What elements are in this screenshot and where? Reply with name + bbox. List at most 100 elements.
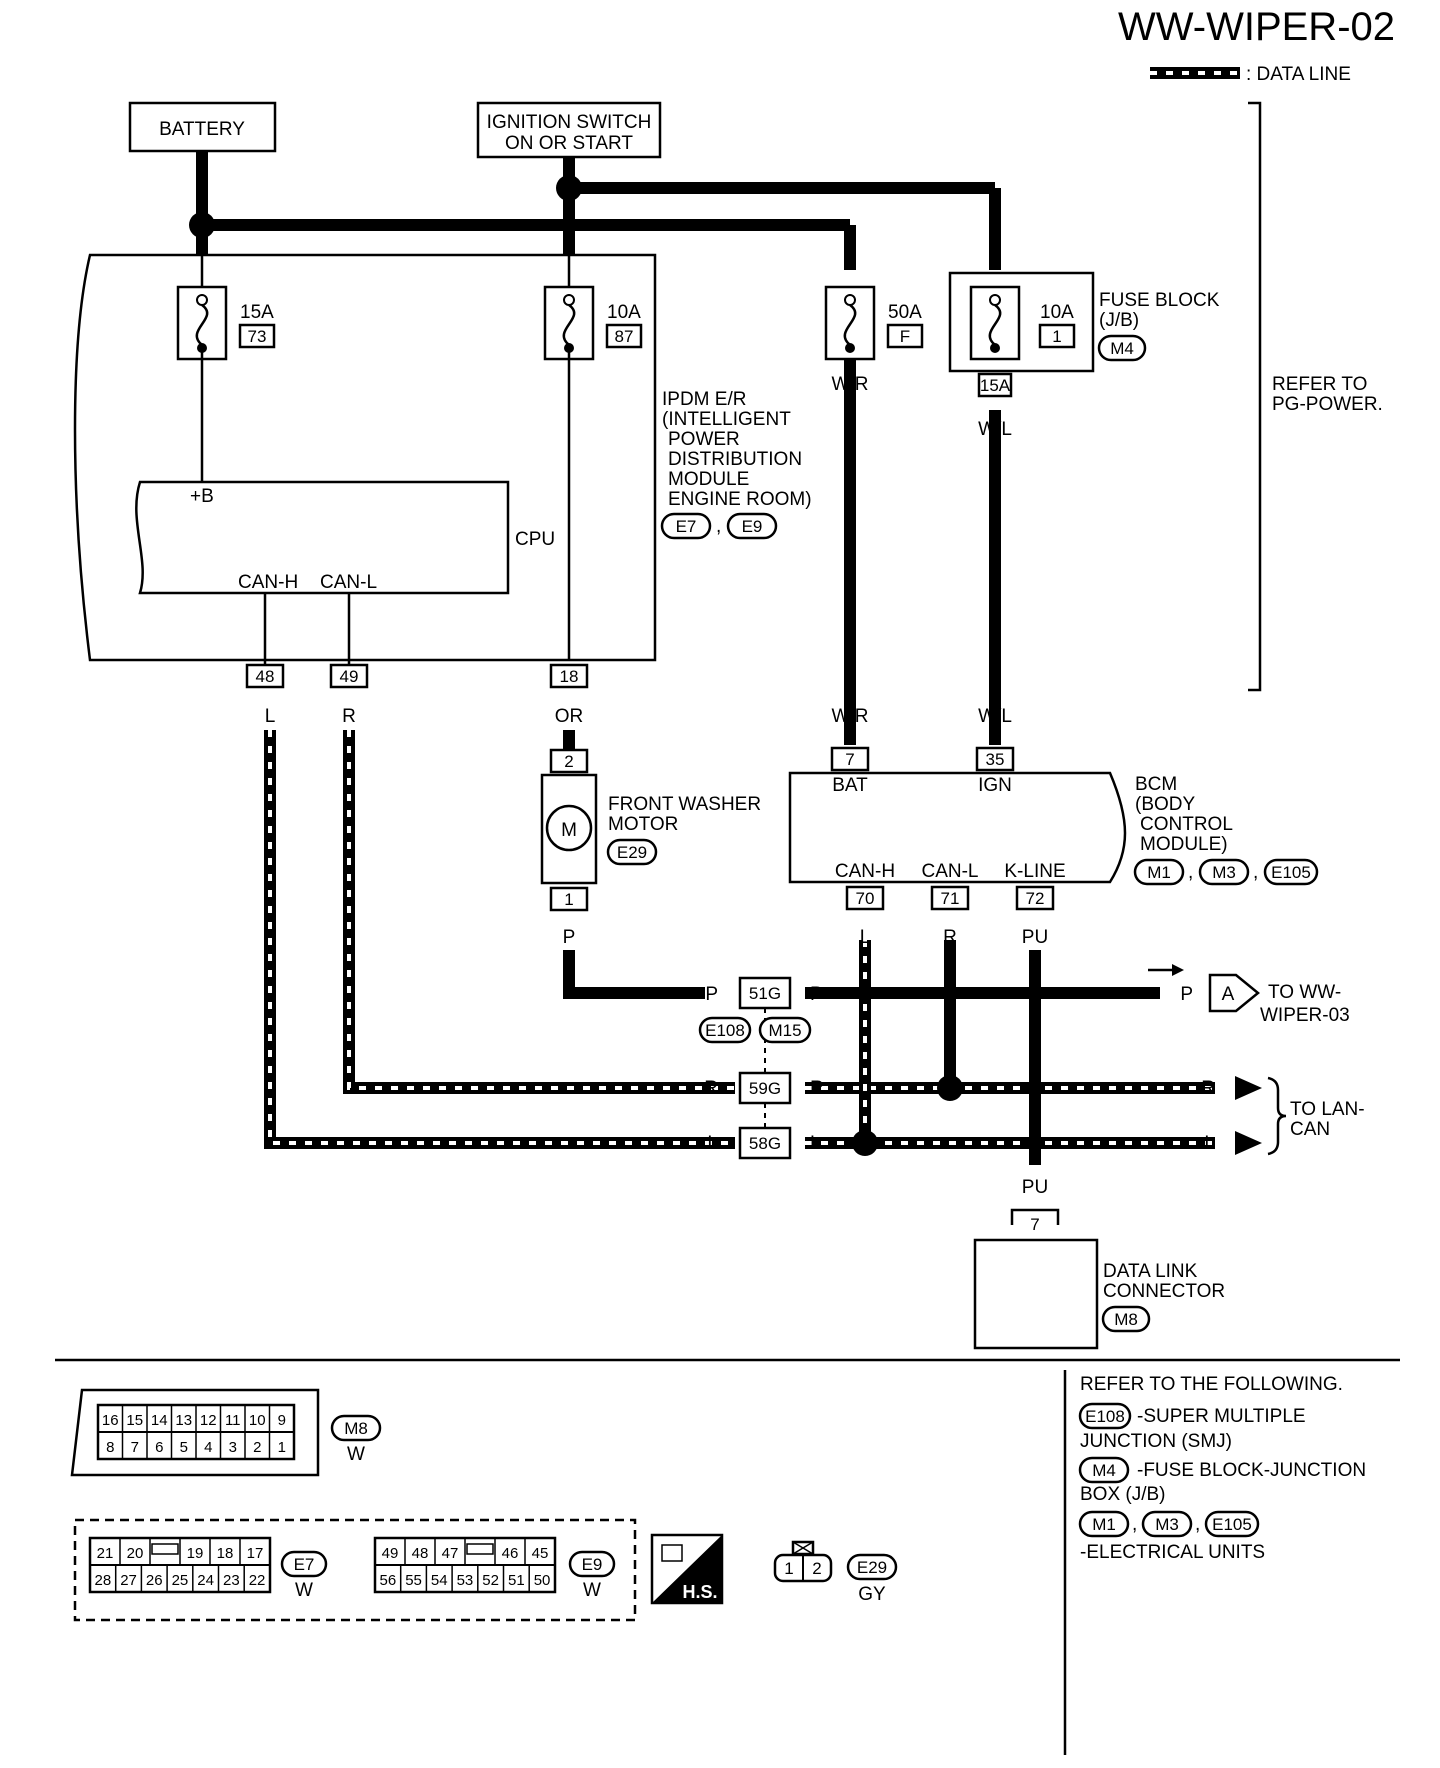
e9-bottom-pin: 53 <box>457 1572 474 1589</box>
e7-bottom-pin: 27 <box>120 1572 137 1589</box>
svg-text:E105: E105 <box>1271 863 1311 882</box>
svg-text:E108: E108 <box>705 1021 745 1040</box>
e7-bottom-pin: 25 <box>172 1572 189 1589</box>
e9-top-pin: 46 <box>502 1545 519 1562</box>
ignition-switch-box <box>476 101 662 159</box>
e7-bottom-pin: 23 <box>223 1572 240 1589</box>
cpu-box <box>135 480 510 595</box>
svg-text:18: 18 <box>560 667 579 686</box>
power-wires <box>189 151 1001 745</box>
m8-bottom-pin: 7 <box>131 1439 139 1456</box>
ipdm-terminals: 48 49 18 L R OR <box>245 593 589 727</box>
refer-box: REFER TO THE FOLLOWING. E108 -SUPER MULT… <box>1078 1374 1366 1563</box>
svg-text:W: W <box>583 1580 601 1601</box>
svg-text:7: 7 <box>845 750 854 769</box>
svg-text:10A: 10A <box>1040 302 1074 323</box>
svg-text:P: P <box>1180 984 1193 1005</box>
washer-label-1: FRONT WASHER <box>608 794 761 815</box>
e9-bottom-pin: 55 <box>405 1572 422 1589</box>
svg-text:OR: OR <box>555 706 584 727</box>
e7-top-key <box>151 1543 179 1555</box>
svg-text:(BODY: (BODY <box>1135 794 1196 815</box>
e9-bottom-pin: 51 <box>508 1572 525 1589</box>
svg-text:M3: M3 <box>1155 1515 1179 1534</box>
m8-bottom-pin: 2 <box>253 1439 261 1456</box>
m8-bottom-pin: 8 <box>106 1439 114 1456</box>
e7-bottom-pin: 26 <box>146 1572 163 1589</box>
svg-text:M1: M1 <box>1147 863 1171 882</box>
e9-bottom-pin: 52 <box>482 1572 499 1589</box>
ipdm-line-6: ENGINE ROOM) <box>668 489 812 510</box>
ipdm-line-2: (INTELLIGENT <box>662 409 791 430</box>
svg-text:IGN: IGN <box>978 775 1012 796</box>
front-washer-motor: 2 M 1 FRONT WASHER MOTOR E29 P P P P <box>540 730 1193 1005</box>
m8-top-pin: 13 <box>175 1412 192 1429</box>
svg-text:F: F <box>900 327 910 346</box>
e7-bottom-pin: 24 <box>197 1572 214 1589</box>
data-link-connector: PU 7 DATA LINK CONNECTOR M8 <box>973 1177 1225 1350</box>
data-line-legend: : DATA LINE <box>1150 64 1351 85</box>
svg-text:,: , <box>1132 1514 1137 1535</box>
svg-text:E7: E7 <box>294 1555 315 1574</box>
m8-bottom-pin: 6 <box>155 1439 163 1456</box>
m8-bottom-pin: 5 <box>180 1439 188 1456</box>
svg-text:CAN-L: CAN-L <box>921 861 978 882</box>
fuse-block-label-2: (J/B) <box>1099 310 1139 331</box>
svg-text:R: R <box>810 1078 824 1099</box>
e9-top-pin: 48 <box>412 1545 429 1562</box>
svg-text:71: 71 <box>941 889 960 908</box>
e7-bottom-pin: 28 <box>95 1572 112 1589</box>
e9-top-key <box>466 1543 494 1555</box>
svg-text:L: L <box>265 706 276 727</box>
svg-text:-SUPER MULTIPLE: -SUPER MULTIPLE <box>1137 1406 1306 1427</box>
bcm: 7 35 W/R W/L BAT IGN CAN-H CAN-L K-LINE … <box>788 706 1319 948</box>
svg-text:,: , <box>1188 862 1193 883</box>
svg-text:W/L: W/L <box>978 419 1012 440</box>
e9-top-pin: 47 <box>442 1545 459 1562</box>
legend-label: : DATA LINE <box>1246 64 1351 85</box>
svg-text:W: W <box>295 1580 313 1601</box>
e9-bottom-pin: 56 <box>380 1572 397 1589</box>
svg-text:E29: E29 <box>617 843 647 862</box>
svg-text:10A: 10A <box>607 302 641 323</box>
svg-text:58G: 58G <box>749 1134 781 1153</box>
svg-text:73: 73 <box>248 327 267 346</box>
m8-top-pin: 10 <box>249 1412 266 1429</box>
joint-connectors: 51G 59G 58G E108 M15 <box>698 976 812 1160</box>
page-title: WW-WIPER-02 <box>1118 5 1395 49</box>
svg-text:H.S.: H.S. <box>682 1582 717 1602</box>
svg-text:,: , <box>1195 1514 1200 1535</box>
refer-label-1: REFER TO <box>1272 374 1367 395</box>
e29-connector-view: 1 2 E29 GY <box>773 1540 898 1605</box>
svg-text:-FUSE BLOCK-JUNCTION: -FUSE BLOCK-JUNCTION <box>1137 1460 1366 1481</box>
svg-text:E29: E29 <box>857 1558 887 1577</box>
svg-text:72: 72 <box>1026 889 1045 908</box>
washer-label-2: MOTOR <box>608 814 678 835</box>
e7-top-pin: 21 <box>97 1545 114 1562</box>
ipdm-can-l-label: CAN-L <box>320 572 377 593</box>
svg-text:,: , <box>716 516 721 537</box>
svg-text:L: L <box>810 1133 821 1154</box>
svg-text:K-LINE: K-LINE <box>1004 861 1065 882</box>
e7-top-pin: 18 <box>217 1545 234 1562</box>
svg-text:R: R <box>943 927 957 948</box>
m8-bottom-pin: 3 <box>229 1439 237 1456</box>
ipdm-line-3: POWER <box>668 429 740 450</box>
svg-text:2: 2 <box>564 752 573 771</box>
m8-top-pin: 11 <box>225 1412 241 1429</box>
ipdm-line-4: DISTRIBUTION <box>668 449 802 470</box>
e7-top-pin: 19 <box>187 1545 204 1562</box>
ignition-label-2: ON OR START <box>505 133 633 154</box>
svg-text:DATA LINK: DATA LINK <box>1103 1261 1198 1282</box>
svg-text:70: 70 <box>856 889 875 908</box>
m8-bottom-pin: 4 <box>204 1439 212 1456</box>
svg-text:M4: M4 <box>1092 1461 1116 1480</box>
svg-text:,: , <box>1253 862 1258 883</box>
battery-label: BATTERY <box>159 119 245 140</box>
svg-text:W/R: W/R <box>832 706 869 727</box>
svg-text:M3: M3 <box>1212 863 1236 882</box>
svg-text:CONNECTOR: CONNECTOR <box>1103 1281 1225 1302</box>
ipdm-connector-tags: E7 , E9 <box>660 512 778 540</box>
